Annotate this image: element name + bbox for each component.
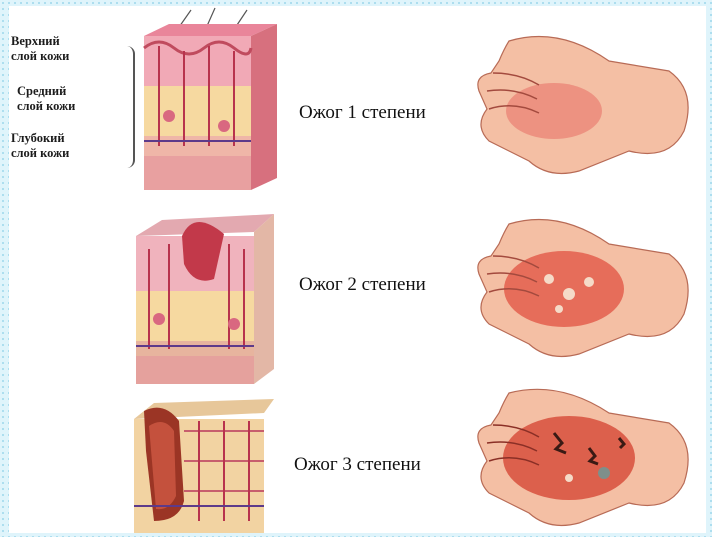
degree-2-label: Ожог 2 степени	[299, 274, 426, 296]
degree-1-label: Ожог 1 степени	[299, 102, 426, 124]
degree-3-label: Ожог 3 степени	[294, 454, 421, 476]
skin-section-degree-1	[129, 6, 279, 196]
illustration-panel: Верхний слой кожи Средний слой кожи Глуб…	[9, 6, 706, 533]
hand-burn-degree-1	[469, 21, 699, 181]
label-middle-layer: Средний слой кожи	[17, 84, 75, 114]
hand-burn-degree-3	[469, 378, 699, 533]
skin-section-degree-3	[124, 391, 284, 533]
hand-burn-degree-2	[469, 204, 699, 364]
skin-section-degree-2	[124, 204, 289, 394]
label-upper-layer: Верхний слой кожи	[11, 34, 69, 64]
label-deep-layer: Глубокий слой кожи	[11, 131, 69, 161]
